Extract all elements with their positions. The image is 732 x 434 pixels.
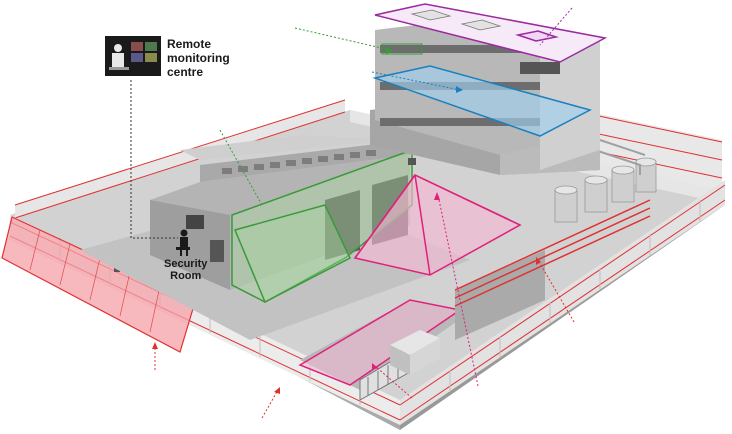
remote-monitor-icon bbox=[105, 36, 161, 76]
window-contact-zone-green bbox=[381, 43, 423, 55]
perimeter-beam-lines-right bbox=[454, 199, 651, 307]
security-label-line2: Room bbox=[170, 270, 202, 282]
security-room-label: Security Room bbox=[164, 258, 207, 282]
tank-pipework bbox=[594, 139, 646, 175]
gatehouse bbox=[390, 330, 440, 375]
remote-label-line1: Remote bbox=[167, 37, 212, 51]
callout-lines bbox=[130, 7, 575, 419]
right-boundary-wall bbox=[455, 250, 545, 340]
security-guard-icon bbox=[176, 229, 190, 256]
security-label-line1: Security bbox=[164, 258, 208, 270]
storage-tanks bbox=[554, 157, 657, 223]
remote-label-line3: centre bbox=[167, 65, 204, 79]
callout-arrowheads bbox=[152, 46, 541, 394]
remote-monitoring-label: Remote monitoring centre bbox=[167, 37, 230, 79]
remote-label-line2: monitoring bbox=[167, 51, 230, 65]
roof-skylights bbox=[410, 9, 559, 42]
camera-icon bbox=[408, 158, 416, 165]
